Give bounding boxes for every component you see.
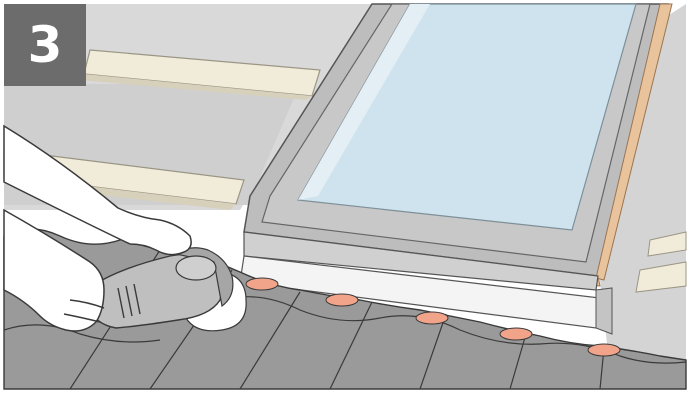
window-side-flashing [596, 288, 612, 334]
step-number-badge: 3 [4, 4, 86, 86]
